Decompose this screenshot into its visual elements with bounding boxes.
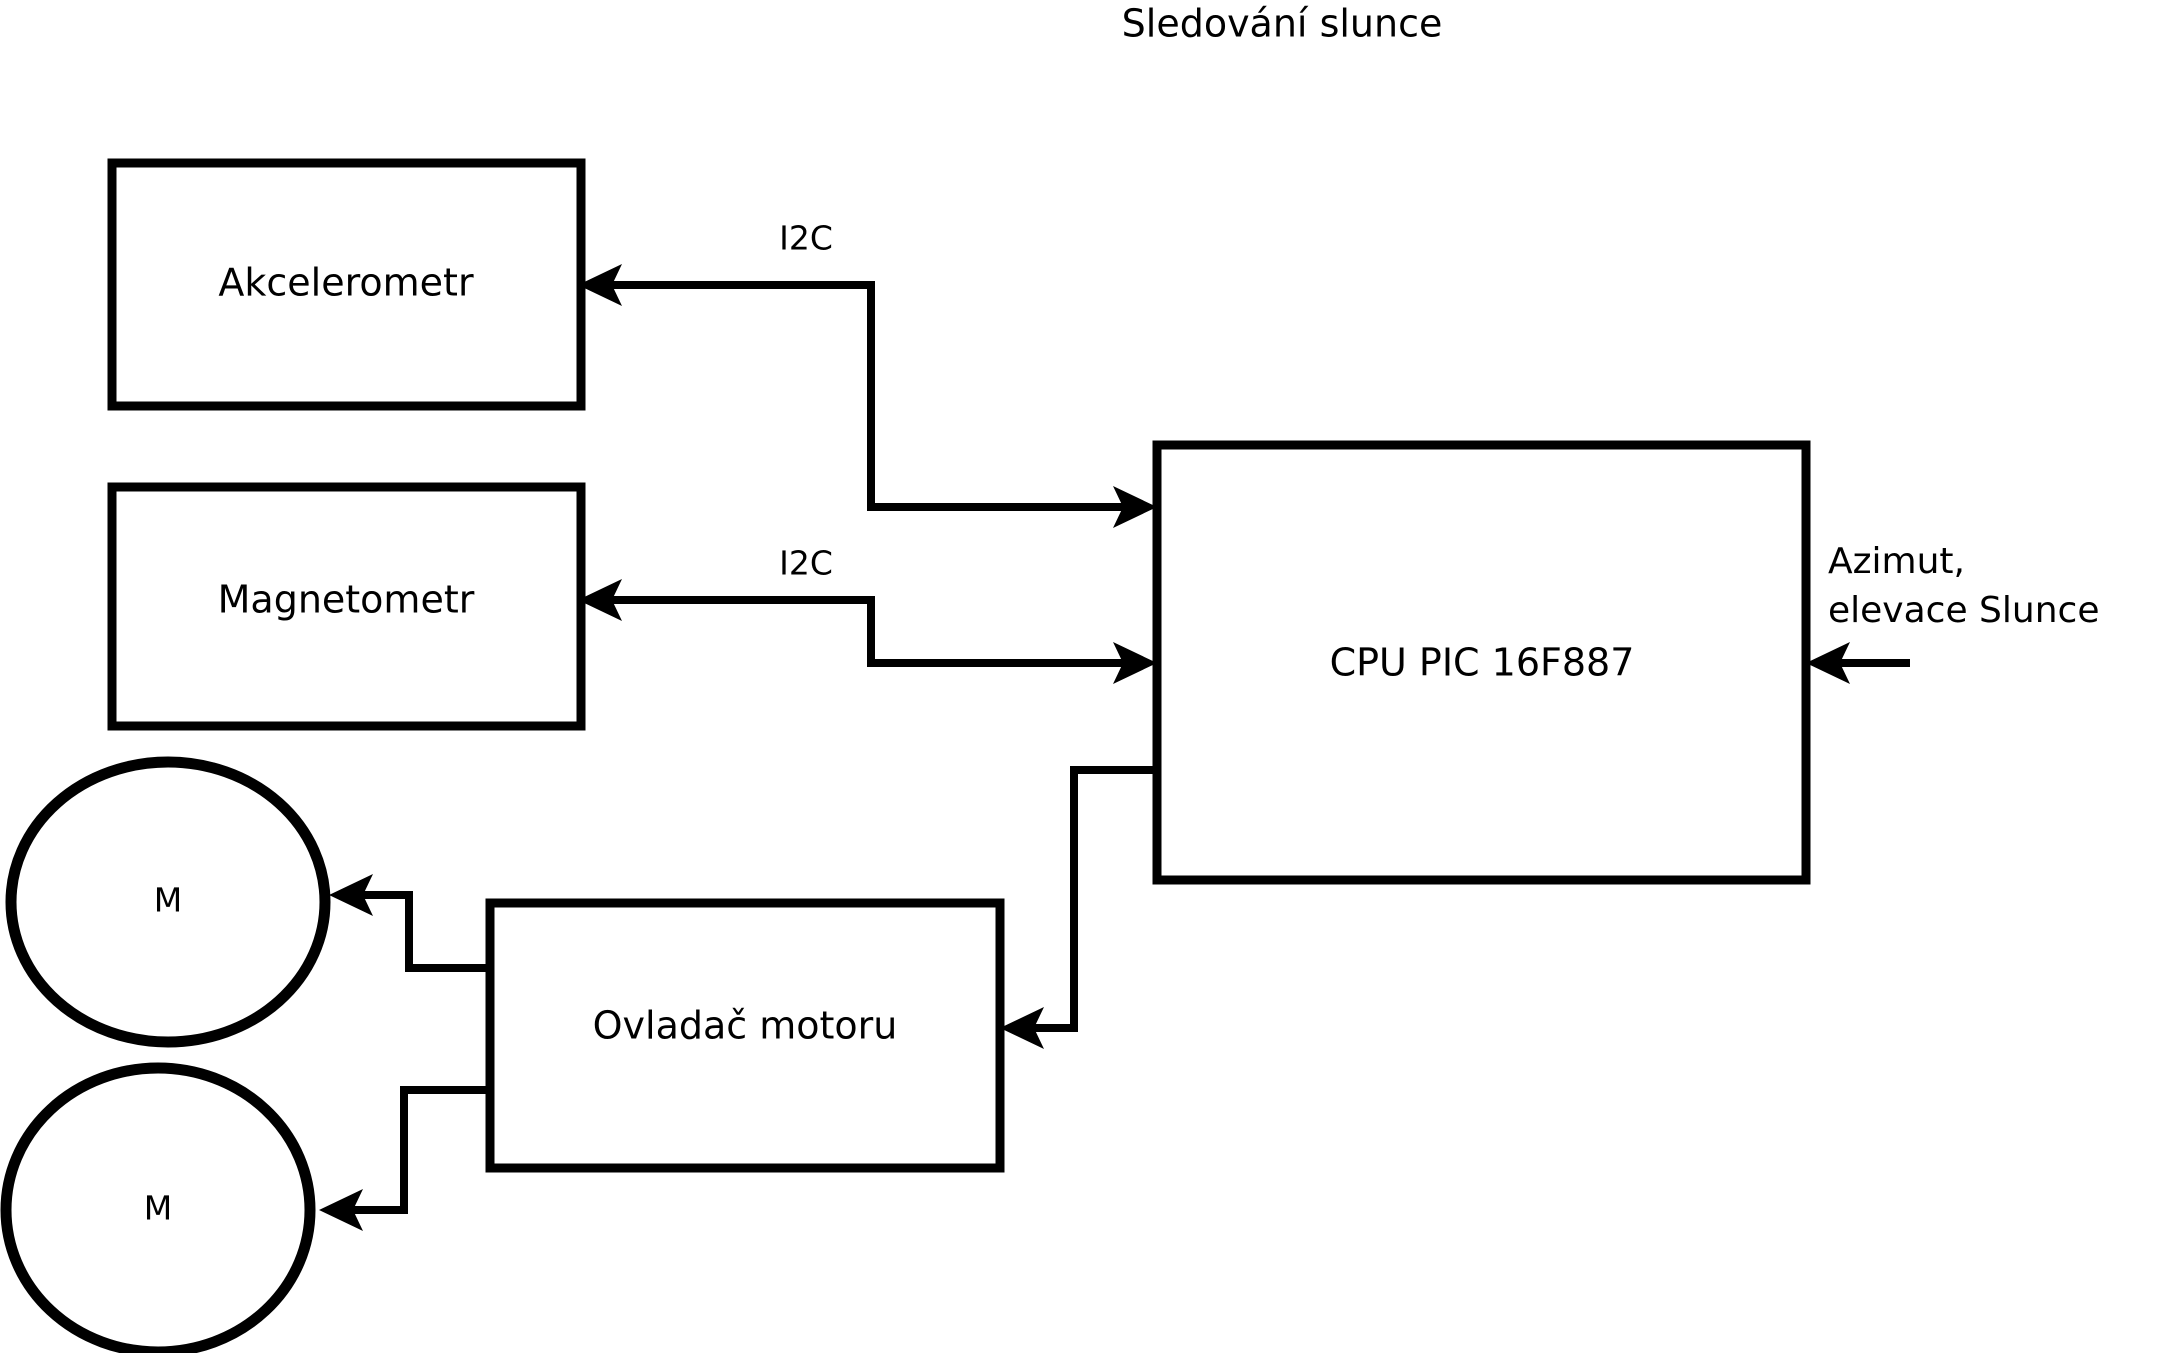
i2c-accel-arrowhead-left xyxy=(578,264,622,306)
edge-label-i2c-magnetometer: I2C xyxy=(779,544,833,583)
connector-i2c-accelerometer: I2C xyxy=(578,219,1157,528)
magnetometer-box[interactable] xyxy=(107,482,586,731)
edge-label-i2c-accelerometer: I2C xyxy=(779,219,833,258)
cpu-box[interactable] xyxy=(1152,440,1811,885)
node-accelerometer[interactable]: Akcelerometr xyxy=(107,158,586,411)
magnetometer-label: Magnetometr xyxy=(218,578,475,622)
i2c-mag-arrowhead-right xyxy=(1113,642,1157,684)
motor-driver-label: Ovladač motoru xyxy=(593,1004,898,1048)
node-cpu[interactable]: CPU PIC 16F887 xyxy=(1152,440,1811,885)
motor-2-circle[interactable] xyxy=(0,1062,316,1353)
connector-cpu-to-motor-driver xyxy=(1000,766,1157,1049)
driver-motor1-arrowhead xyxy=(329,874,373,916)
page-title: Sledování slunce xyxy=(1122,2,1443,46)
connector-sun-input: Azimut, elevace Slunce xyxy=(1806,541,2099,684)
cpu-driver-line xyxy=(1026,766,1157,1032)
accelerometer-label: Akcelerometr xyxy=(218,261,474,305)
sun-input-arrowhead xyxy=(1806,642,1850,684)
node-magnetometer[interactable]: Magnetometr xyxy=(107,482,586,731)
connector-driver-to-motor-1 xyxy=(329,874,490,972)
cpu-driver-arrowhead xyxy=(1000,1007,1044,1049)
connector-i2c-magnetometer: I2C xyxy=(578,544,1157,684)
motor-driver-box[interactable] xyxy=(485,898,1005,1173)
i2c-mag-arrowhead-left xyxy=(578,579,622,621)
connector-driver-to-motor-2 xyxy=(319,1086,490,1231)
motor-2-label: M xyxy=(144,1189,172,1228)
motor-1-label: M xyxy=(154,881,182,920)
motor-1-circle[interactable] xyxy=(5,756,331,1048)
sun-input-label-line2: elevace Slunce xyxy=(1828,590,2099,631)
driver-motor2-arrowhead xyxy=(319,1189,363,1231)
node-motor-1[interactable]: M xyxy=(5,756,331,1048)
accelerometer-box[interactable] xyxy=(107,158,586,411)
i2c-accel-arrowhead-right xyxy=(1113,486,1157,528)
cpu-label: CPU PIC 16F887 xyxy=(1330,641,1635,685)
node-motor-2[interactable]: M xyxy=(0,1062,316,1353)
driver-motor1-line xyxy=(355,891,490,972)
sun-input-label-line1: Azimut, xyxy=(1828,541,1965,582)
driver-motor2-line xyxy=(345,1086,490,1214)
node-motor-driver[interactable]: Ovladač motoru xyxy=(485,898,1005,1173)
